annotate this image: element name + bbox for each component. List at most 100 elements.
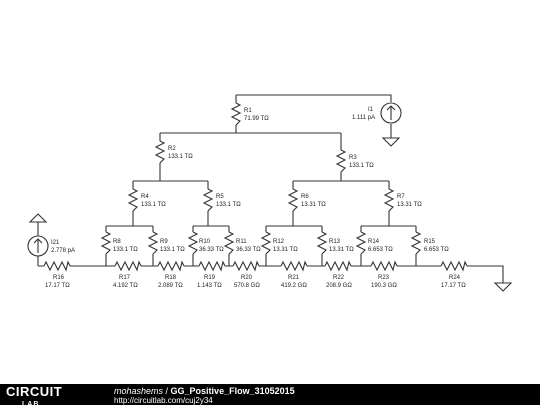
resistor-r23 (370, 260, 398, 272)
vertical-resistors (100, 102, 422, 255)
footer-title: mohashems / GG_Positive_Flow_31052015 (114, 386, 295, 396)
resistor-r19 (198, 260, 226, 272)
resistor-r17 (114, 260, 142, 272)
label-r9-value: 133.1 TΩ (160, 247, 185, 253)
ground-right (493, 282, 513, 292)
label-i21-value: 2.778 pA (51, 248, 75, 254)
label-r24-value: 17.17 TΩ (441, 283, 466, 289)
current-source-i21 (27, 235, 49, 257)
label-r20-name: R20 (241, 275, 253, 281)
label-r9-name: R9 (160, 239, 168, 245)
resistor-r10 (187, 231, 199, 255)
resistor-r24 (440, 260, 468, 272)
label-r19-value: 1.143 TΩ (197, 283, 222, 289)
arrow-up-icon (33, 238, 43, 253)
label-r23-value: 190.3 GΩ (371, 283, 397, 289)
label-r24-name: R24 (449, 275, 461, 281)
label-r15-name: R15 (424, 239, 436, 245)
label-r11-name: R11 (236, 239, 247, 245)
wire-leaf-drops (105, 226, 417, 266)
label-r21-value: 419.2 GΩ (281, 283, 307, 289)
label-r1-value: 71.99 TΩ (244, 116, 269, 122)
resistor-r21 (280, 260, 308, 272)
horizontal-resistors (43, 260, 468, 272)
label-r12-name: R12 (273, 239, 285, 245)
label-r17-value: 4.192 TΩ (113, 283, 138, 289)
resistor-r18 (157, 260, 185, 272)
label-r16-name: R16 (53, 275, 65, 281)
label-r16-value: 17.17 TΩ (45, 283, 70, 289)
label-r17-name: R17 (119, 275, 131, 281)
resistor-r7 (383, 188, 395, 212)
wire-top-rail (236, 94, 392, 102)
logo-wordmark: CIRCUIT (6, 384, 63, 399)
label-r8-value: 133.1 TΩ (113, 247, 138, 253)
label-r7-value: 13.31 TΩ (397, 202, 422, 208)
label-r3-value: 133.1 TΩ (349, 163, 374, 169)
resistor-r1 (230, 102, 242, 126)
label-r13-value: 13.31 TΩ (329, 247, 354, 253)
label-r18-name: R18 (165, 275, 177, 281)
resistor-r5 (202, 188, 214, 212)
label-r23-name: R23 (378, 275, 390, 281)
resistor-r2 (154, 140, 166, 164)
label-r7-name: R7 (397, 194, 405, 200)
resistor-r14 (355, 231, 367, 255)
label-r8-name: R8 (113, 239, 121, 245)
ground-icon (28, 213, 48, 223)
resistor-r11 (223, 231, 235, 255)
circuit-schematic: R1 71.99 TΩ R2 133.1 TΩ R3 133.1 TΩ R4 1… (27, 94, 513, 292)
label-r10-value: 36.33 TΩ (199, 247, 224, 253)
ground-i1 (381, 137, 401, 147)
arrow-up-icon (386, 105, 396, 120)
label-r11-value: 36.33 TΩ (236, 247, 261, 253)
label-r10-name: R10 (199, 239, 211, 245)
label-r12-value: 13.31 TΩ (273, 247, 298, 253)
label-r22-name: R22 (333, 275, 345, 281)
component-labels: R1 71.99 TΩ R2 133.1 TΩ R3 133.1 TΩ R4 1… (45, 107, 466, 289)
resistor-r8 (100, 231, 112, 255)
label-r20-value: 570.8 GΩ (234, 283, 260, 289)
resistor-r9 (147, 231, 159, 255)
current-source-i1 (380, 102, 402, 124)
label-r22-value: 208.9 GΩ (326, 283, 352, 289)
resistor-r6 (287, 188, 299, 212)
label-r18-value: 2.089 TΩ (158, 283, 183, 289)
label-r6-value: 13.31 TΩ (301, 202, 326, 208)
resistor-r13 (316, 231, 328, 255)
circuit-url-link[interactable]: http://circuitlab.com/cuj2y34 (114, 396, 213, 405)
resistor-r12 (260, 231, 272, 255)
label-r4-name: R4 (141, 194, 149, 200)
circuit-title: GG_Positive_Flow_31052015 (170, 386, 295, 396)
resistor-r20 (232, 260, 260, 272)
resistor-r15 (410, 231, 422, 255)
label-i1-name: I1 (368, 107, 374, 113)
ground-icon (493, 282, 513, 292)
label-r14-value: 6.653 TΩ (368, 247, 393, 253)
label-r4-value: 133.1 TΩ (141, 202, 166, 208)
author-name[interactable]: mohashems (114, 386, 164, 396)
resistor-r22 (324, 260, 352, 272)
label-r5-name: R5 (216, 194, 224, 200)
label-r14-name: R14 (368, 239, 380, 245)
label-i1-value: 1.111 pA (352, 115, 375, 121)
label-r13-name: R13 (329, 239, 341, 245)
label-r1-name: R1 (244, 108, 252, 114)
ground-icon (381, 137, 401, 147)
label-i21-name: I21 (51, 240, 60, 246)
wire-bottom-rail (38, 265, 504, 283)
label-r15-value: 6.653 TΩ (424, 247, 449, 253)
label-r3-name: R3 (349, 155, 357, 161)
label-r2-value: 133.1 TΩ (168, 154, 193, 160)
title-separator: / (163, 386, 171, 396)
resistor-r3 (335, 149, 347, 173)
label-r5-value: 133.1 TΩ (216, 202, 241, 208)
resistor-r4 (127, 188, 139, 212)
resistor-r16 (43, 260, 71, 272)
label-r21-name: R21 (288, 275, 300, 281)
label-r19-name: R19 (204, 275, 216, 281)
wires (37, 94, 504, 283)
label-r2-name: R2 (168, 146, 176, 152)
supply-terminal-i21 (28, 213, 48, 223)
circuitlab-logo[interactable]: CIRCUIT LAB (6, 384, 63, 408)
